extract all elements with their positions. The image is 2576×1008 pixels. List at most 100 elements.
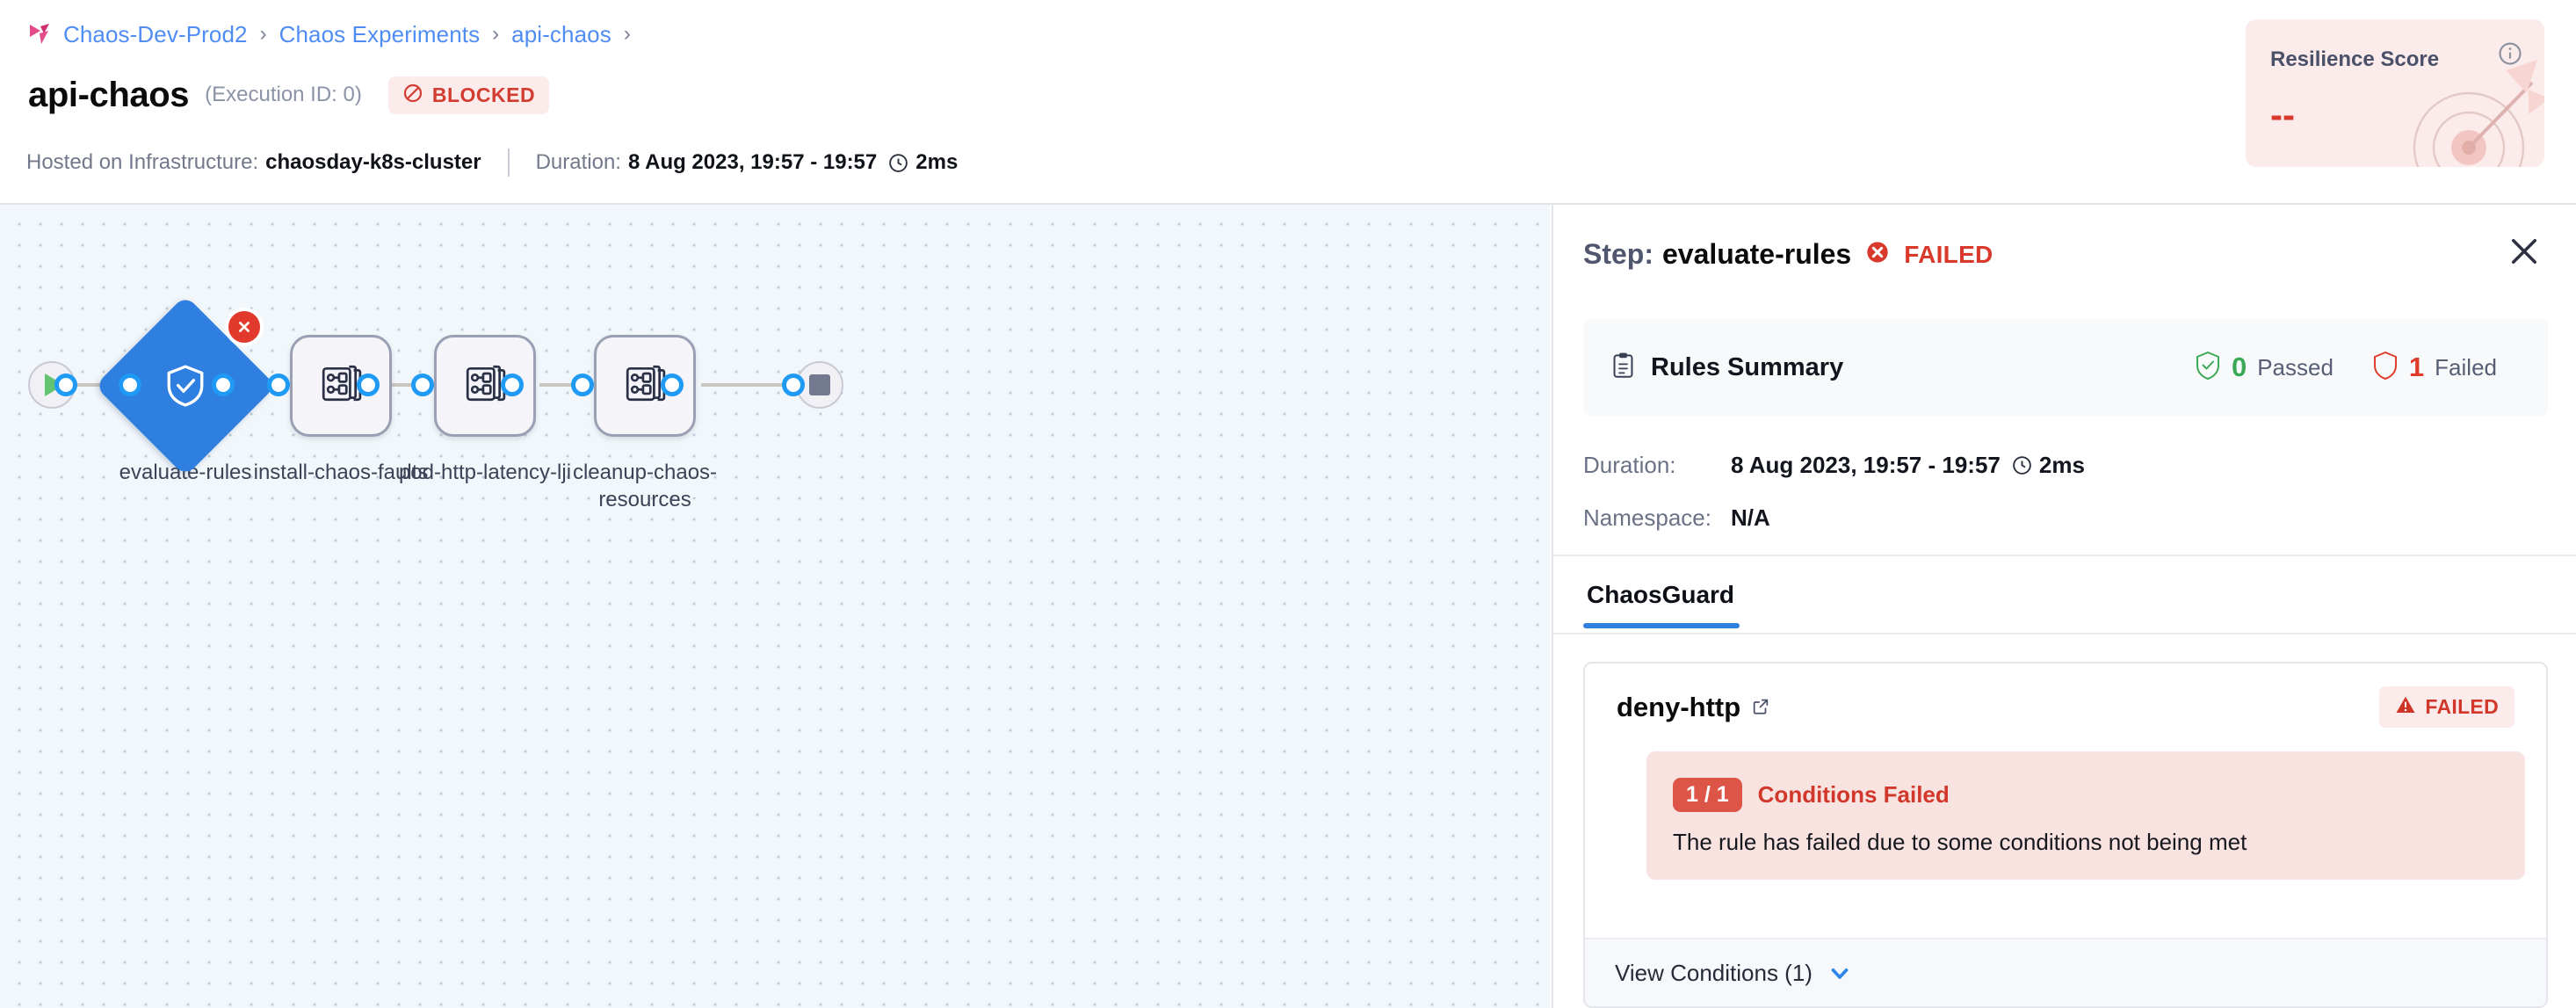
harness-logo-icon — [28, 23, 53, 46]
breadcrumb-item-0[interactable]: Chaos-Dev-Prod2 — [63, 20, 248, 47]
status-badge-label: BLOCKED — [431, 83, 536, 106]
port-pod-latency-in[interactable] — [411, 373, 434, 396]
error-x-icon — [1865, 240, 1890, 269]
rule-card-footer[interactable]: View Conditions (1) — [1585, 938, 2546, 1006]
shield-check-icon — [2195, 351, 2221, 385]
pipeline-canvas[interactable]: evaluate-rules install-chaos-faults pod-… — [0, 205, 1550, 1008]
detail-key-namespace: Namespace: — [1583, 504, 1711, 531]
meta-row: Hosted on Infrastructure: chaosday-k8s-c… — [26, 148, 958, 178]
page-header: Chaos-Dev-Prod2 › Chaos Experiments › ap… — [0, 0, 2576, 205]
port-evaluate-rules-out[interactable] — [212, 373, 235, 396]
rules-summary-title: Rules Summary — [1651, 352, 1844, 381]
rules-passed-label: Passed — [2257, 353, 2334, 381]
rule-status-badge: FAILED — [2379, 686, 2514, 728]
clock-icon — [2011, 454, 2033, 476]
target-dart-icon — [2374, 44, 2544, 167]
conditions-failed-heading: 1 / 1 Conditions Failed — [1673, 778, 1950, 812]
detail-value-duration: 8 Aug 2023, 19:57 - 19:57 2ms — [1731, 452, 2085, 479]
breadcrumb-item-1[interactable]: Chaos Experiments — [279, 20, 481, 47]
rule-status-badge-label: FAILED — [2425, 695, 2499, 718]
node-label-cleanup-chaos-resources: cleanup-chaos-resources — [572, 460, 718, 511]
detail-value-namespace: N/A — [1731, 504, 1770, 531]
step-details-panel: Step: evaluate-rules FAILED — [1552, 205, 2576, 1008]
port-end-in[interactable] — [782, 373, 805, 396]
pipeline-graph: evaluate-rules install-chaos-faults pod-… — [0, 205, 1550, 1008]
warning-triangle-icon — [2395, 694, 2416, 720]
rule-name-text: deny-http — [1617, 692, 1741, 722]
conditions-failed-box: 1 / 1 Conditions Failed The rule has fai… — [1646, 751, 2525, 880]
rule-name-link[interactable]: deny-http — [1617, 692, 1770, 723]
breadcrumb-separator: › — [259, 22, 267, 46]
infra-value: chaosday-k8s-cluster — [265, 150, 481, 174]
info-circle-icon[interactable] — [2497, 40, 2523, 67]
stop-square-icon — [809, 374, 830, 395]
infra-label: Hosted on Infrastructure: — [26, 150, 259, 174]
execution-id-label: (Execution ID: 0) — [205, 83, 362, 106]
resilience-score-card: Resilience Score -- — [2246, 19, 2544, 167]
title-row: api-chaos (Execution ID: 0) BLOCKED — [28, 72, 550, 118]
tab-chaosguard[interactable]: ChaosGuard — [1583, 565, 1745, 628]
rule-card-header: deny-http — [1585, 664, 2546, 751]
page-title: api-chaos — [28, 75, 190, 114]
tabs-underline — [1553, 633, 2576, 635]
rules-summary-card: Rules Summary 0 Passed — [1583, 319, 2548, 416]
rules-summary-stats: 0 Passed 1 Failed — [2195, 351, 2497, 385]
clipboard-icon — [1611, 352, 1635, 383]
external-link-icon[interactable] — [1751, 692, 1770, 723]
breadcrumb-separator: › — [492, 22, 500, 46]
rules-failed-count: 1 — [2408, 352, 2425, 382]
duration-value: 8 Aug 2023, 19:57 - 19:57 — [627, 150, 878, 174]
resilience-score-title: Resilience Score — [2270, 47, 2440, 71]
detail-duration-elapsed: 2ms — [2038, 451, 2085, 478]
conditions-failed-count: 1 / 1 — [1673, 778, 1742, 812]
duration-elapsed: 2ms — [915, 150, 959, 174]
panel-divider — [1553, 555, 2576, 556]
rules-summary-heading: Rules Summary — [1611, 352, 1843, 383]
panel-header: Step: evaluate-rules FAILED — [1553, 205, 2576, 310]
meta-divider — [507, 149, 510, 177]
panel-step-status: FAILED — [1904, 240, 1994, 268]
conditions-failed-label: Conditions Failed — [1757, 781, 1950, 808]
close-icon[interactable] — [2506, 233, 2543, 270]
chevron-down-icon[interactable] — [1827, 960, 1853, 986]
port-install-out[interactable] — [357, 373, 380, 396]
panel-step-name: evaluate-rules — [1662, 238, 1852, 270]
panel-title-prefix: Step: — [1583, 238, 1653, 270]
edge-cleanup-to-end — [701, 383, 842, 387]
node-evaluate-rules[interactable] — [94, 294, 277, 477]
shield-check-icon — [121, 322, 250, 450]
view-conditions-label[interactable]: View Conditions (1) — [1615, 959, 1813, 986]
port-cleanup-in[interactable] — [571, 373, 594, 396]
panel-tabs: ChaosGuard — [1583, 565, 1745, 628]
rules-passed-count: 0 — [2231, 352, 2247, 382]
resilience-score-value: -- — [2270, 94, 2295, 135]
breadcrumb: Chaos-Dev-Prod2 › Chaos Experiments › ap… — [28, 19, 633, 49]
node-cleanup-chaos-resources[interactable] — [594, 335, 696, 437]
shield-outline-icon — [2372, 351, 2399, 385]
header-divider — [0, 203, 2576, 205]
detail-row-duration: Duration: 8 Aug 2023, 19:57 - 19:57 2ms — [1583, 449, 2085, 481]
detail-duration-range: 8 Aug 2023, 19:57 - 19:57 — [1731, 451, 2001, 478]
rule-card-deny-http: deny-http — [1583, 662, 2548, 1008]
status-badge: BLOCKED — [387, 76, 550, 114]
panel-title: Step: evaluate-rules FAILED — [1583, 238, 1994, 271]
chaos-step-icon — [319, 362, 363, 410]
detail-key-duration: Duration: — [1583, 451, 1676, 478]
chaos-step-icon — [623, 362, 667, 410]
blocked-circle-slash-icon — [402, 83, 423, 108]
clock-icon — [887, 152, 909, 174]
duration-label: Duration: — [535, 150, 621, 174]
port-evaluate-rules-in[interactable] — [119, 373, 141, 396]
rules-failed-stat: 1 Failed — [2372, 351, 2497, 385]
port-start-out[interactable] — [54, 373, 77, 396]
rules-passed-stat: 0 Passed — [2195, 351, 2334, 385]
port-install-in[interactable] — [267, 373, 290, 396]
breadcrumb-separator-trailing: › — [623, 22, 631, 46]
port-pod-latency-out[interactable] — [501, 373, 524, 396]
node-label-install-chaos-faults: install-chaos-faults — [253, 460, 429, 484]
breadcrumb-item-2[interactable]: api-chaos — [511, 20, 611, 47]
conditions-failed-message: The rule has failed due to some conditio… — [1673, 829, 2247, 855]
rules-failed-label: Failed — [2435, 353, 2497, 381]
port-cleanup-out[interactable] — [661, 373, 684, 396]
